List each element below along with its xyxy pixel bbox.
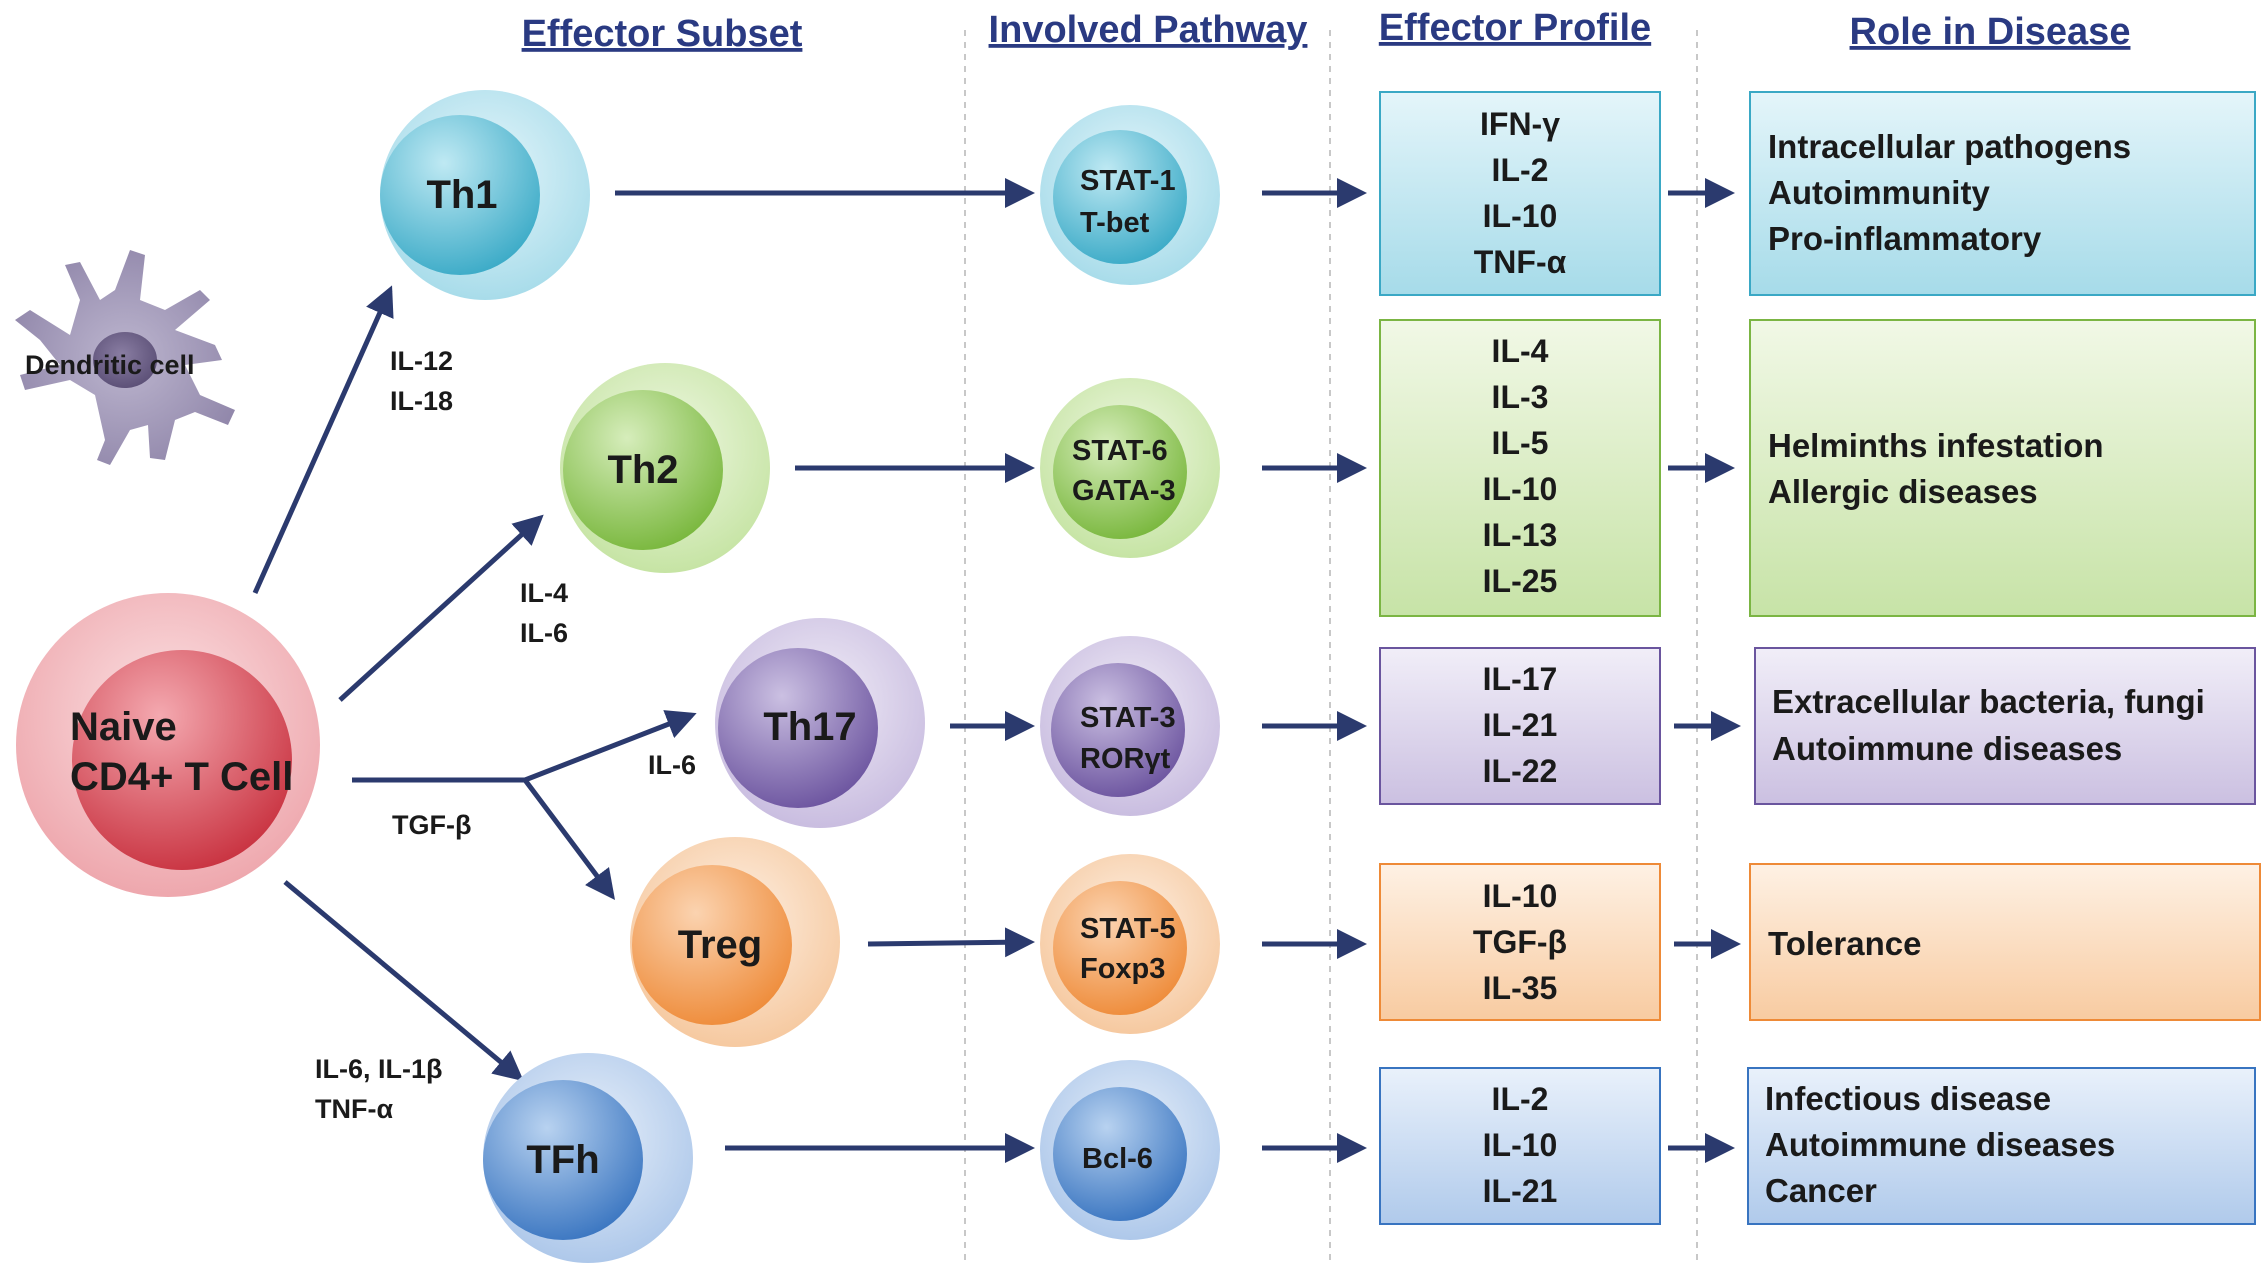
th17-role-2: Autoimmune diseases bbox=[1772, 730, 2122, 767]
th1-cell-core bbox=[380, 115, 540, 275]
naive-cd4-t-cell: Naive CD4+ T Cell bbox=[16, 593, 320, 897]
th17-role-1: Extracellular bacteria, fungi bbox=[1772, 683, 2205, 720]
th17-cytokine-3: IL-22 bbox=[1483, 753, 1558, 789]
th17-cytokine-2: IL-21 bbox=[1483, 707, 1558, 743]
label-tfh-inducer-1: IL-6, IL-1β bbox=[315, 1054, 443, 1084]
th2-pathway-core bbox=[1053, 405, 1187, 539]
row-th17: Th17 STAT-3 RORγt IL-17 IL-21 IL-22 Extr… bbox=[715, 618, 2256, 828]
header-involved-pathway: Involved Pathway bbox=[989, 9, 1308, 51]
th2-role-1: Helminths infestation bbox=[1768, 427, 2104, 464]
th1-cell-label: Th1 bbox=[426, 173, 497, 217]
th2-role-2: Allergic diseases bbox=[1768, 473, 2038, 510]
header-role-in-disease: Role in Disease bbox=[1850, 11, 2131, 53]
th1-role-2: Autoimmunity bbox=[1768, 174, 1990, 211]
th1-profile-box bbox=[1379, 91, 1661, 296]
th1-role-3: Pro-inflammatory bbox=[1768, 220, 2042, 257]
th17-pathway-label-2: RORγt bbox=[1080, 743, 1171, 775]
th17-role-box bbox=[1754, 647, 2256, 805]
row-treg: Treg STAT-5 Foxp3 IL-10 TGF-β IL-35 Tole… bbox=[630, 837, 2261, 1047]
th2-pathway-label-2: GATA-3 bbox=[1072, 475, 1176, 507]
dendritic-cell-label: Dendritic cell bbox=[25, 350, 195, 380]
row-tfh: TFh Bcl-6 IL-2 IL-10 IL-21 Infectious di… bbox=[483, 1053, 2256, 1263]
treg-role-box bbox=[1749, 863, 2261, 1021]
th2-cell-core bbox=[563, 390, 723, 550]
th2-cell-label: Th2 bbox=[607, 448, 678, 492]
th1-cytokine-2: IL-2 bbox=[1492, 152, 1549, 188]
tfh-cytokine-1: IL-2 bbox=[1492, 1081, 1549, 1117]
treg-pathway-core bbox=[1053, 881, 1187, 1015]
th2-profile-box bbox=[1379, 319, 1661, 617]
tfh-role-1: Infectious disease bbox=[1765, 1080, 2051, 1117]
label-th2-inducer-1: IL-4 bbox=[520, 578, 568, 608]
row-th1: Th1 STAT-1 T-bet IFN-γ IL-2 IL-10 TNF-α … bbox=[380, 90, 2256, 300]
th1-role-box bbox=[1749, 91, 2256, 296]
treg-cytokine-3: IL-35 bbox=[1483, 970, 1558, 1006]
row-th2: Th2 STAT-6 GATA-3 IL-4 IL-3 IL-5 IL-10 I… bbox=[560, 319, 2256, 617]
th1-cytokine-3: IL-10 bbox=[1483, 198, 1558, 234]
th1-role-1: Intracellular pathogens bbox=[1768, 128, 2131, 165]
tfh-role-box bbox=[1747, 1067, 2256, 1225]
label-tfh-inducer-2: TNF-α bbox=[315, 1094, 393, 1124]
th1-pathway-core bbox=[1053, 130, 1187, 264]
label-th2-inducer-2: IL-6 bbox=[520, 618, 568, 648]
arrow-branch-to-treg bbox=[523, 778, 615, 900]
arrow-branch-to-th17 bbox=[524, 710, 697, 783]
label-th1-inducer-2: IL-18 bbox=[390, 386, 453, 416]
arrow-naive-to-th1 bbox=[252, 285, 394, 595]
tfh-cytokine-2: IL-10 bbox=[1483, 1127, 1558, 1163]
treg-cell-label: Treg bbox=[678, 923, 762, 967]
naive-cell-label-line2: CD4+ T Cell bbox=[70, 755, 293, 799]
arrow-treg-to-pathway bbox=[867, 927, 1035, 958]
tfh-role-2: Autoimmune diseases bbox=[1765, 1126, 2115, 1163]
header-effector-profile: Effector Profile bbox=[1379, 7, 1651, 49]
th2-role-box bbox=[1749, 319, 2256, 617]
th1-cytokine-4: TNF-α bbox=[1474, 244, 1567, 280]
tfh-cell-label: TFh bbox=[526, 1138, 599, 1182]
th17-profile-box bbox=[1379, 647, 1661, 805]
th1-pathway-label-1: STAT-1 bbox=[1080, 165, 1176, 197]
tfh-role-3: Cancer bbox=[1765, 1172, 1877, 1209]
th17-cytokine-1: IL-17 bbox=[1483, 661, 1558, 697]
th2-cytokine-6: IL-25 bbox=[1483, 563, 1558, 599]
label-tgf-beta: TGF-β bbox=[392, 810, 471, 840]
th2-cytokine-5: IL-13 bbox=[1483, 517, 1558, 553]
arrow-naive-to-th2 bbox=[338, 514, 544, 702]
th17-cell-core bbox=[718, 648, 878, 808]
tfh-pathway-core bbox=[1053, 1087, 1187, 1221]
treg-cytokine-1: IL-10 bbox=[1483, 878, 1558, 914]
th17-pathway-core bbox=[1051, 663, 1185, 797]
th2-pathway-label-1: STAT-6 bbox=[1072, 435, 1168, 467]
th2-cytokine-2: IL-3 bbox=[1492, 379, 1549, 415]
th2-cytokine-3: IL-5 bbox=[1492, 425, 1549, 461]
treg-pathway-label-2: Foxp3 bbox=[1080, 953, 1165, 985]
treg-role-1: Tolerance bbox=[1768, 925, 1921, 962]
label-th17-inducer: IL-6 bbox=[648, 750, 696, 780]
header-effector-subset: Effector Subset bbox=[522, 13, 803, 55]
th2-cytokine-1: IL-4 bbox=[1492, 333, 1549, 369]
th17-pathway-label-1: STAT-3 bbox=[1080, 702, 1176, 734]
th1-pathway-label-2: T-bet bbox=[1080, 207, 1150, 239]
arrow-naive-to-tfh bbox=[283, 880, 524, 1082]
treg-profile-box bbox=[1379, 863, 1661, 1021]
th17-cell-label: Th17 bbox=[763, 705, 856, 749]
tfh-cell-core bbox=[483, 1080, 643, 1240]
treg-cell-core bbox=[632, 865, 792, 1025]
th1-cytokine-1: IFN-γ bbox=[1480, 106, 1560, 142]
treg-cytokine-2: TGF-β bbox=[1473, 924, 1567, 960]
label-th1-inducer-1: IL-12 bbox=[390, 346, 453, 376]
treg-pathway-label-1: STAT-5 bbox=[1080, 913, 1176, 945]
th2-cytokine-4: IL-10 bbox=[1483, 471, 1558, 507]
tfh-pathway-label-1: Bcl-6 bbox=[1082, 1143, 1153, 1175]
tfh-cytokine-3: IL-21 bbox=[1483, 1173, 1558, 1209]
tfh-profile-box bbox=[1379, 1067, 1661, 1225]
naive-cell-label-line1: Naive bbox=[70, 705, 177, 749]
dendritic-cell-icon bbox=[15, 250, 235, 465]
